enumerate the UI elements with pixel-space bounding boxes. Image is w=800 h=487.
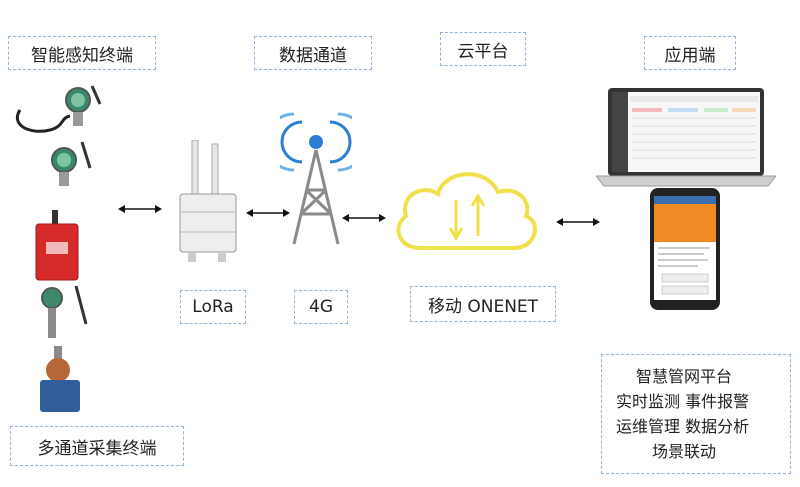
platform-feature-line: 场景联动 <box>652 442 717 461</box>
sensor-device-flow-meter <box>36 284 100 344</box>
sensor-device-pressure-1 <box>10 80 110 140</box>
arrow-4g-cloud <box>342 212 386 224</box>
label-application: 应用端 <box>644 36 736 70</box>
label-lora: LoRa <box>180 290 246 324</box>
arrow-lora-4g <box>246 207 290 219</box>
phone-app-icon <box>650 188 720 310</box>
lora-gateway-device <box>176 140 242 264</box>
label-multi-channel-terminal: 多通道采集终端 <box>10 426 184 466</box>
label-onenet: 移动 ONENET <box>410 286 556 322</box>
sensor-device-valve <box>36 346 86 416</box>
sensor-device-red-collector <box>32 210 82 282</box>
platform-feature-line: 实时监测 事件报警 <box>616 392 750 411</box>
label-data-channel: 数据通道 <box>254 36 372 70</box>
platform-feature-line: 运维管理 数据分析 <box>616 417 750 436</box>
cloud-icon <box>390 164 542 254</box>
arrow-sensors-lora <box>118 203 162 215</box>
cell-tower-4g-icon <box>280 110 352 248</box>
platform-features-box: 智慧管网平台 实时监测 事件报警 运维管理 数据分析 场景联动 <box>601 354 791 474</box>
label-sensing-terminal: 智能感知终端 <box>8 36 156 70</box>
label-4g: 4G <box>294 290 348 324</box>
label-cloud-platform: 云平台 <box>440 32 526 66</box>
platform-feature-line: 智慧管网平台 <box>636 367 733 386</box>
sensor-device-pressure-2 <box>40 138 110 194</box>
arrow-cloud-app <box>556 216 600 228</box>
laptop-dashboard-icon <box>596 86 776 190</box>
